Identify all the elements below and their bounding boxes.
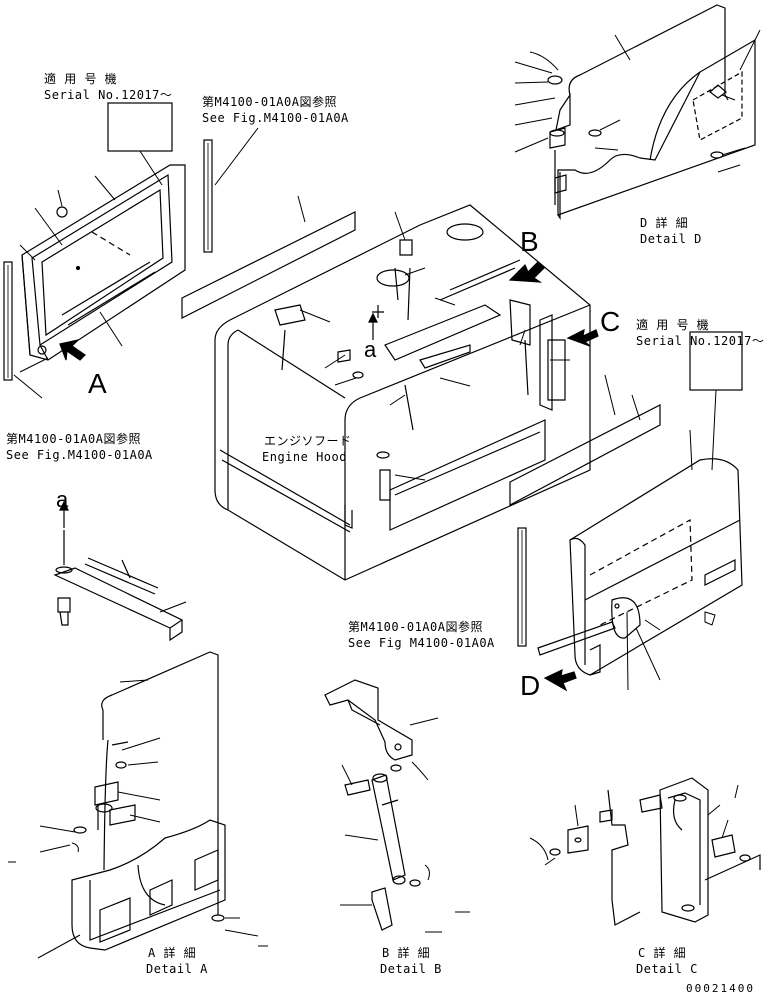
fig-ref-en-bottom: See Fig M4100-01A0A bbox=[348, 636, 495, 650]
upper-seal-bar bbox=[181, 211, 356, 319]
fig-ref-jp-top: 第M4100-01A0A図参照 bbox=[202, 95, 337, 109]
hood-leaders bbox=[299, 211, 570, 481]
detail-c-leaders bbox=[529, 784, 739, 866]
detail-c-label-jp: C 詳 細 bbox=[638, 946, 687, 960]
fig-ref-jp-bottom: 第M4100-01A0A図参照 bbox=[348, 620, 483, 634]
view-letter-d: D bbox=[520, 670, 541, 701]
detail-d-panel bbox=[547, 4, 756, 220]
view-arrow-d bbox=[543, 668, 577, 692]
lower-seal-strip bbox=[537, 621, 616, 656]
serial-label-jp-right: 適 用 号 機 bbox=[636, 318, 710, 332]
view-arrow-b bbox=[508, 261, 545, 283]
detail-b-leaders bbox=[340, 717, 470, 933]
right-seal-bar bbox=[509, 404, 661, 506]
bottom-seal-strip bbox=[517, 527, 527, 647]
detail-b-label-en: Detail B bbox=[380, 962, 442, 976]
right-door-leaders bbox=[626, 429, 716, 691]
fig-ref-jp-left: 第M4100-01A0A図参照 bbox=[6, 432, 141, 446]
detail-d-label-en: Detail D bbox=[640, 232, 702, 246]
detail-a-label-en: Detail A bbox=[146, 962, 208, 976]
view-arrow-c bbox=[566, 328, 599, 347]
detail-b-stay bbox=[324, 679, 421, 931]
serial-label-en-right: Serial No.12017～ bbox=[636, 334, 765, 348]
detail-d-leaders bbox=[514, 29, 761, 173]
top-seal-strip bbox=[203, 139, 213, 253]
view-letter-small-a-top: a bbox=[364, 337, 377, 362]
detail-a-leaders bbox=[8, 679, 268, 959]
left-door-panel bbox=[21, 164, 186, 361]
engine-hood-assembly bbox=[214, 204, 591, 581]
serial-label-en-left: Serial No.12017～ bbox=[44, 88, 173, 102]
drawing-part-number: 00021400 bbox=[686, 982, 755, 995]
detail-d-label-jp: D 詳 細 bbox=[640, 216, 689, 230]
detail-c-label-en: Detail C bbox=[636, 962, 698, 976]
detail-a-panel bbox=[71, 651, 226, 951]
detail-a-label-jp: A 詳 細 bbox=[148, 946, 197, 960]
left-seal-strip bbox=[3, 261, 13, 381]
engine-hood-label-jp: エンジソフード bbox=[264, 434, 352, 448]
bracket-detail-a bbox=[53, 500, 187, 642]
detail-c-lock bbox=[549, 777, 761, 926]
fig-ref-en-top: See Fig.M4100-01A0A bbox=[202, 111, 349, 125]
view-arrow-a bbox=[59, 338, 86, 361]
right-door-panel bbox=[569, 458, 743, 676]
view-arrow-a-top bbox=[368, 312, 378, 340]
view-letter-small-a-left: a bbox=[56, 487, 69, 512]
serial-label-jp-left: 適 用 号 機 bbox=[44, 72, 118, 86]
detail-b-label-jp: B 詳 細 bbox=[382, 946, 431, 960]
left-door-leaders bbox=[13, 150, 163, 399]
view-letter-a: A bbox=[88, 368, 107, 399]
fig-ref-en-left: See Fig.M4100-01A0A bbox=[6, 448, 153, 462]
view-letter-b: B bbox=[520, 226, 539, 257]
serial-box-left bbox=[107, 102, 173, 152]
engine-hood-label-en: Engine Hood bbox=[262, 450, 347, 464]
view-letter-c: C bbox=[600, 306, 621, 337]
